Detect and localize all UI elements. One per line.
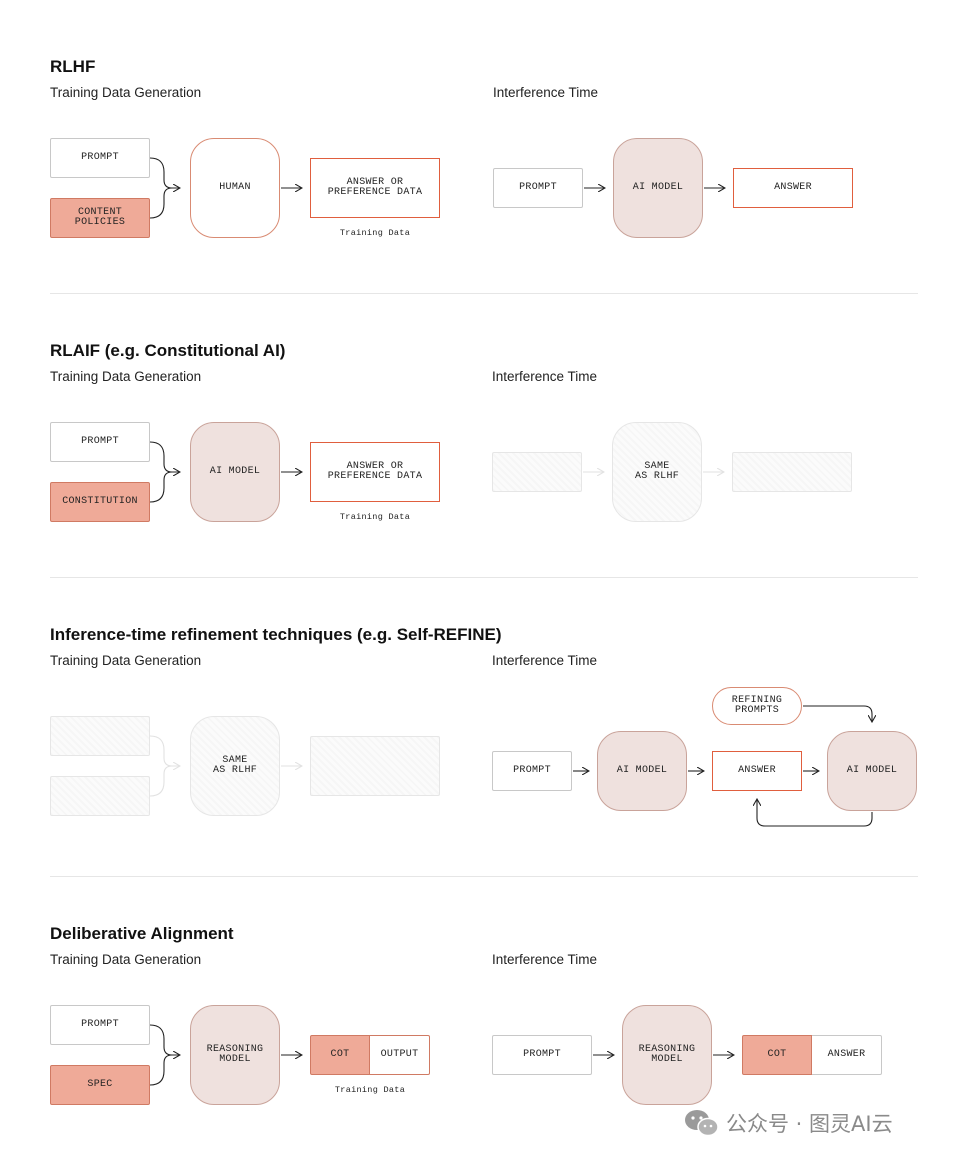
cot-box: COT bbox=[310, 1035, 370, 1075]
infer-label: Interference Time bbox=[492, 369, 598, 384]
ai-model-node: AI MODEL bbox=[827, 731, 917, 811]
prompt-box: PROMPT bbox=[50, 1005, 150, 1045]
ai-model-node: AI MODEL bbox=[613, 138, 703, 238]
reasoning-model-node: REASONING MODEL bbox=[622, 1005, 712, 1105]
faded-prompt-box bbox=[492, 452, 582, 492]
answer-preference-box: ANSWER OR PREFERENCE DATA bbox=[310, 442, 440, 502]
output-box: OUTPUT bbox=[370, 1035, 430, 1075]
constitution-box: CONSTITUTION bbox=[50, 482, 150, 522]
prompt-box: PROMPT bbox=[492, 751, 572, 791]
spec-box: SPEC bbox=[50, 1065, 150, 1105]
prompt-box: PROMPT bbox=[493, 168, 583, 208]
human-node: HUMAN bbox=[190, 138, 280, 238]
same-as-rlhf-node: SAME AS RLHF bbox=[612, 422, 702, 522]
prompt-box: PROMPT bbox=[492, 1035, 592, 1075]
faded-prompt-box bbox=[50, 716, 150, 756]
watermark: 公众号 · 图灵AI云 bbox=[684, 1108, 893, 1138]
section-title-rlaif: RLAIF (e.g. Constitutional AI) bbox=[50, 341, 286, 360]
section-title-self-refine: Inference-time refinement techniques (e.… bbox=[50, 625, 502, 644]
brace-connector bbox=[149, 1024, 180, 1086]
prompt-box: PROMPT bbox=[50, 138, 150, 178]
answer-box: ANSWER bbox=[712, 751, 802, 791]
train-label: Training Data Generation bbox=[50, 369, 202, 384]
training-data-caption: Training Data bbox=[339, 512, 411, 522]
same-as-rlhf-node: SAME AS RLHF bbox=[190, 716, 280, 816]
brace-connector bbox=[149, 441, 180, 503]
faded-answer-box bbox=[732, 452, 852, 492]
section-divider bbox=[50, 876, 918, 877]
section-divider bbox=[50, 577, 918, 578]
training-data-caption: Training Data bbox=[339, 228, 411, 238]
train-label: Training Data Generation bbox=[50, 653, 202, 668]
infer-label: Interference Time bbox=[492, 653, 598, 668]
ai-model-node: AI MODEL bbox=[597, 731, 687, 811]
wechat-icon bbox=[685, 1110, 719, 1137]
section-divider bbox=[50, 293, 918, 294]
cot-box: COT bbox=[742, 1035, 812, 1075]
reasoning-model-node: REASONING MODEL bbox=[190, 1005, 280, 1105]
answer-box: ANSWER bbox=[733, 168, 853, 208]
brace-connector bbox=[149, 157, 180, 219]
train-label: Training Data Generation bbox=[50, 85, 202, 100]
faded-source-box bbox=[50, 776, 150, 816]
answer-box: ANSWER bbox=[812, 1035, 882, 1075]
infer-label: Interference Time bbox=[493, 85, 599, 100]
train-label: Training Data Generation bbox=[50, 952, 202, 967]
section-title-deliberative-alignment: Deliberative Alignment bbox=[50, 924, 234, 943]
prompt-box: PROMPT bbox=[50, 422, 150, 462]
refining-arrow-connector bbox=[803, 705, 872, 722]
watermark-text: 公众号 · 图灵AI云 bbox=[726, 1112, 893, 1136]
refining-prompts-node: REFINING PROMPTS bbox=[712, 687, 802, 725]
faded-output-box bbox=[310, 736, 440, 796]
faded-brace-connector bbox=[149, 735, 180, 797]
content-policies-box: CONTENT POLICIES bbox=[50, 198, 150, 238]
infer-label: Interference Time bbox=[492, 952, 598, 967]
answer-preference-box: ANSWER OR PREFERENCE DATA bbox=[310, 158, 440, 218]
training-data-caption: Training Data bbox=[334, 1085, 406, 1095]
ai-model-node: AI MODEL bbox=[190, 422, 280, 522]
section-title-rlhf: RLHF bbox=[50, 57, 96, 76]
